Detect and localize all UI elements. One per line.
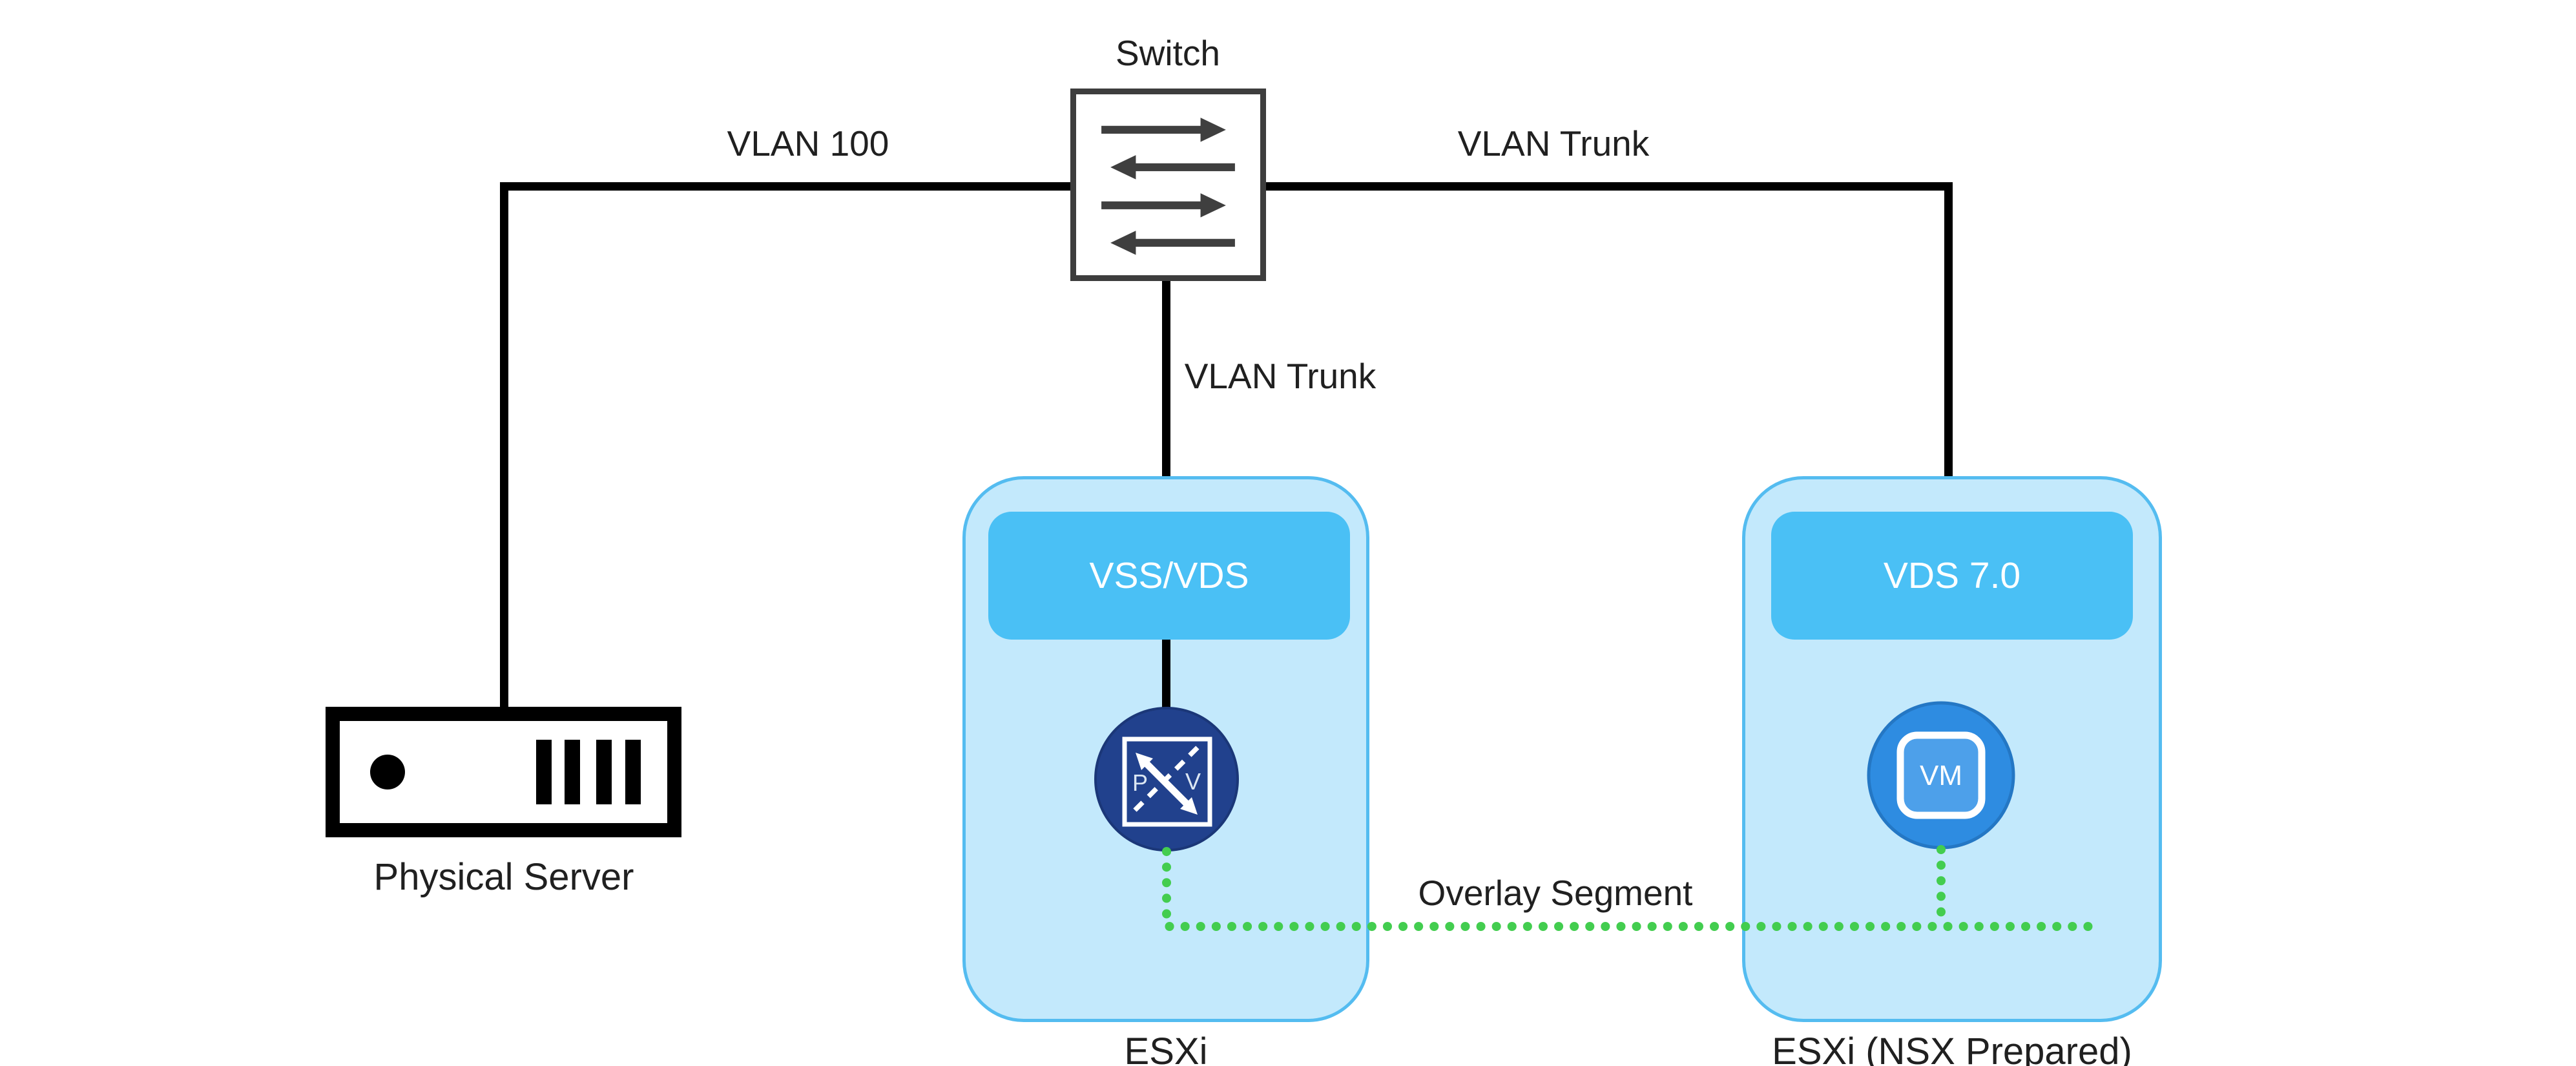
vds-70-label: VDS 7.0 [1883,555,2021,596]
switch-node [1070,89,1266,281]
link-server-to-switch-vertical [500,182,508,716]
overlay-segment-label: Overlay Segment [1418,873,1693,913]
vss-vds-label: VSS/VDS [1089,555,1249,596]
pv-switch-icon: P V [1094,707,1239,852]
link-switch-to-left-host-vertical [1162,277,1170,479]
esxi-nsx-label: ESXi (NSX Prepared) [1772,1030,2132,1066]
physical-server-label: Physical Server [373,856,634,898]
link-server-to-switch-horizontal [500,182,1078,191]
vlan-100-label: VLAN 100 [727,123,889,163]
vm-icon: VM [1867,701,2015,850]
vds-70-header: VDS 7.0 [1771,512,2133,640]
pv-arrowhead-topleft [1136,753,1153,770]
pv-letter-v: V [1185,768,1201,795]
physical-server-icon [326,707,681,837]
link-switch-to-right-host-horizontal [1263,182,1953,191]
vss-vds-header: VSS/VDS [988,512,1350,640]
server-led-dot [370,755,405,789]
vlan-trunk-mid-label: VLAN Trunk [1184,356,1376,396]
vlan-trunk-top-label: VLAN Trunk [1457,123,1650,163]
link-switch-to-right-host-vertical [1944,182,1953,479]
server-vents [536,740,641,804]
link-header-to-pv-icon [1162,636,1170,714]
pv-solid-arrow-shaft [1143,760,1190,808]
switch-icon [1101,118,1235,255]
esxi-label: ESXi [1124,1030,1208,1066]
vm-square [1896,731,1986,819]
switch-label: Switch [1116,33,1220,73]
vm-label: VM [1920,760,1962,791]
pv-letter-p: P [1132,769,1148,796]
pv-arrowhead-bottomright [1180,797,1198,815]
